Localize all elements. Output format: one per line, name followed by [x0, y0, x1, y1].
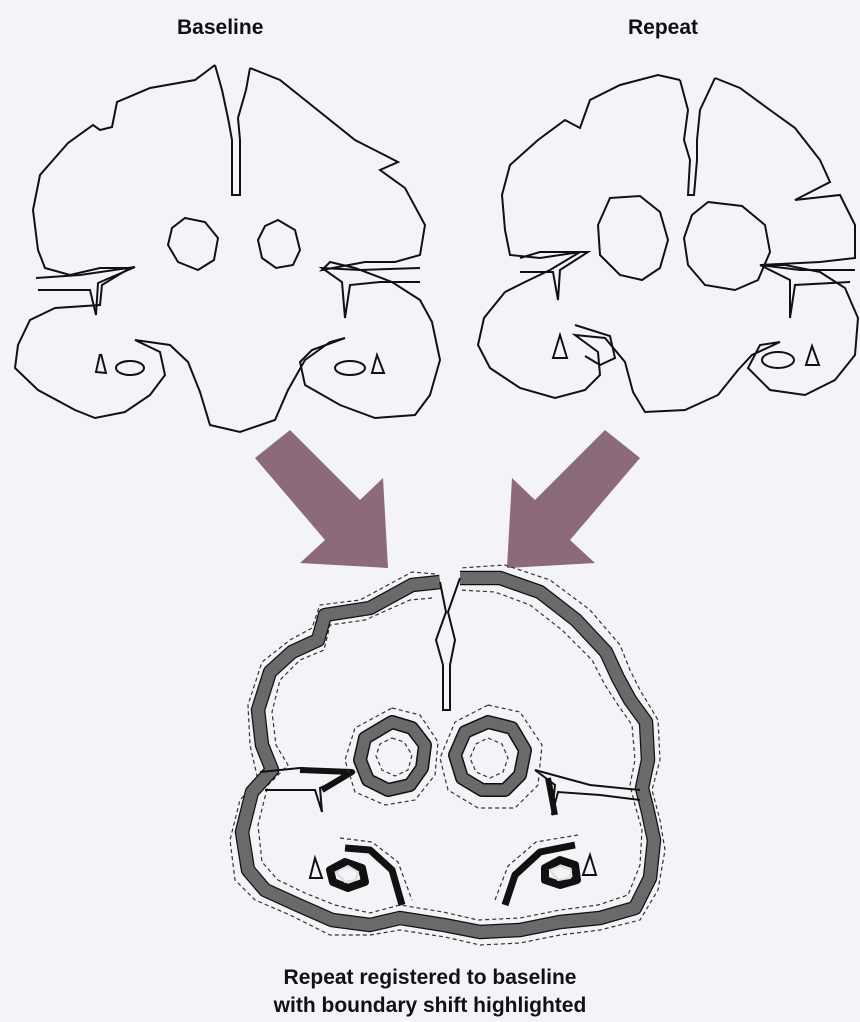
left-arrow [255, 430, 388, 568]
registered-brain [230, 565, 665, 945]
right-arrow [507, 430, 640, 568]
caption-line-2: with boundary shift highlighted [0, 992, 860, 1020]
repeat-brain [478, 75, 858, 412]
caption: Repeat registered to baseline with bound… [0, 964, 860, 1020]
left-ventricle [345, 708, 438, 805]
baseline-brain [15, 65, 440, 432]
right-ventricle [440, 705, 542, 808]
caption-line-1: Repeat registered to baseline [0, 964, 860, 992]
